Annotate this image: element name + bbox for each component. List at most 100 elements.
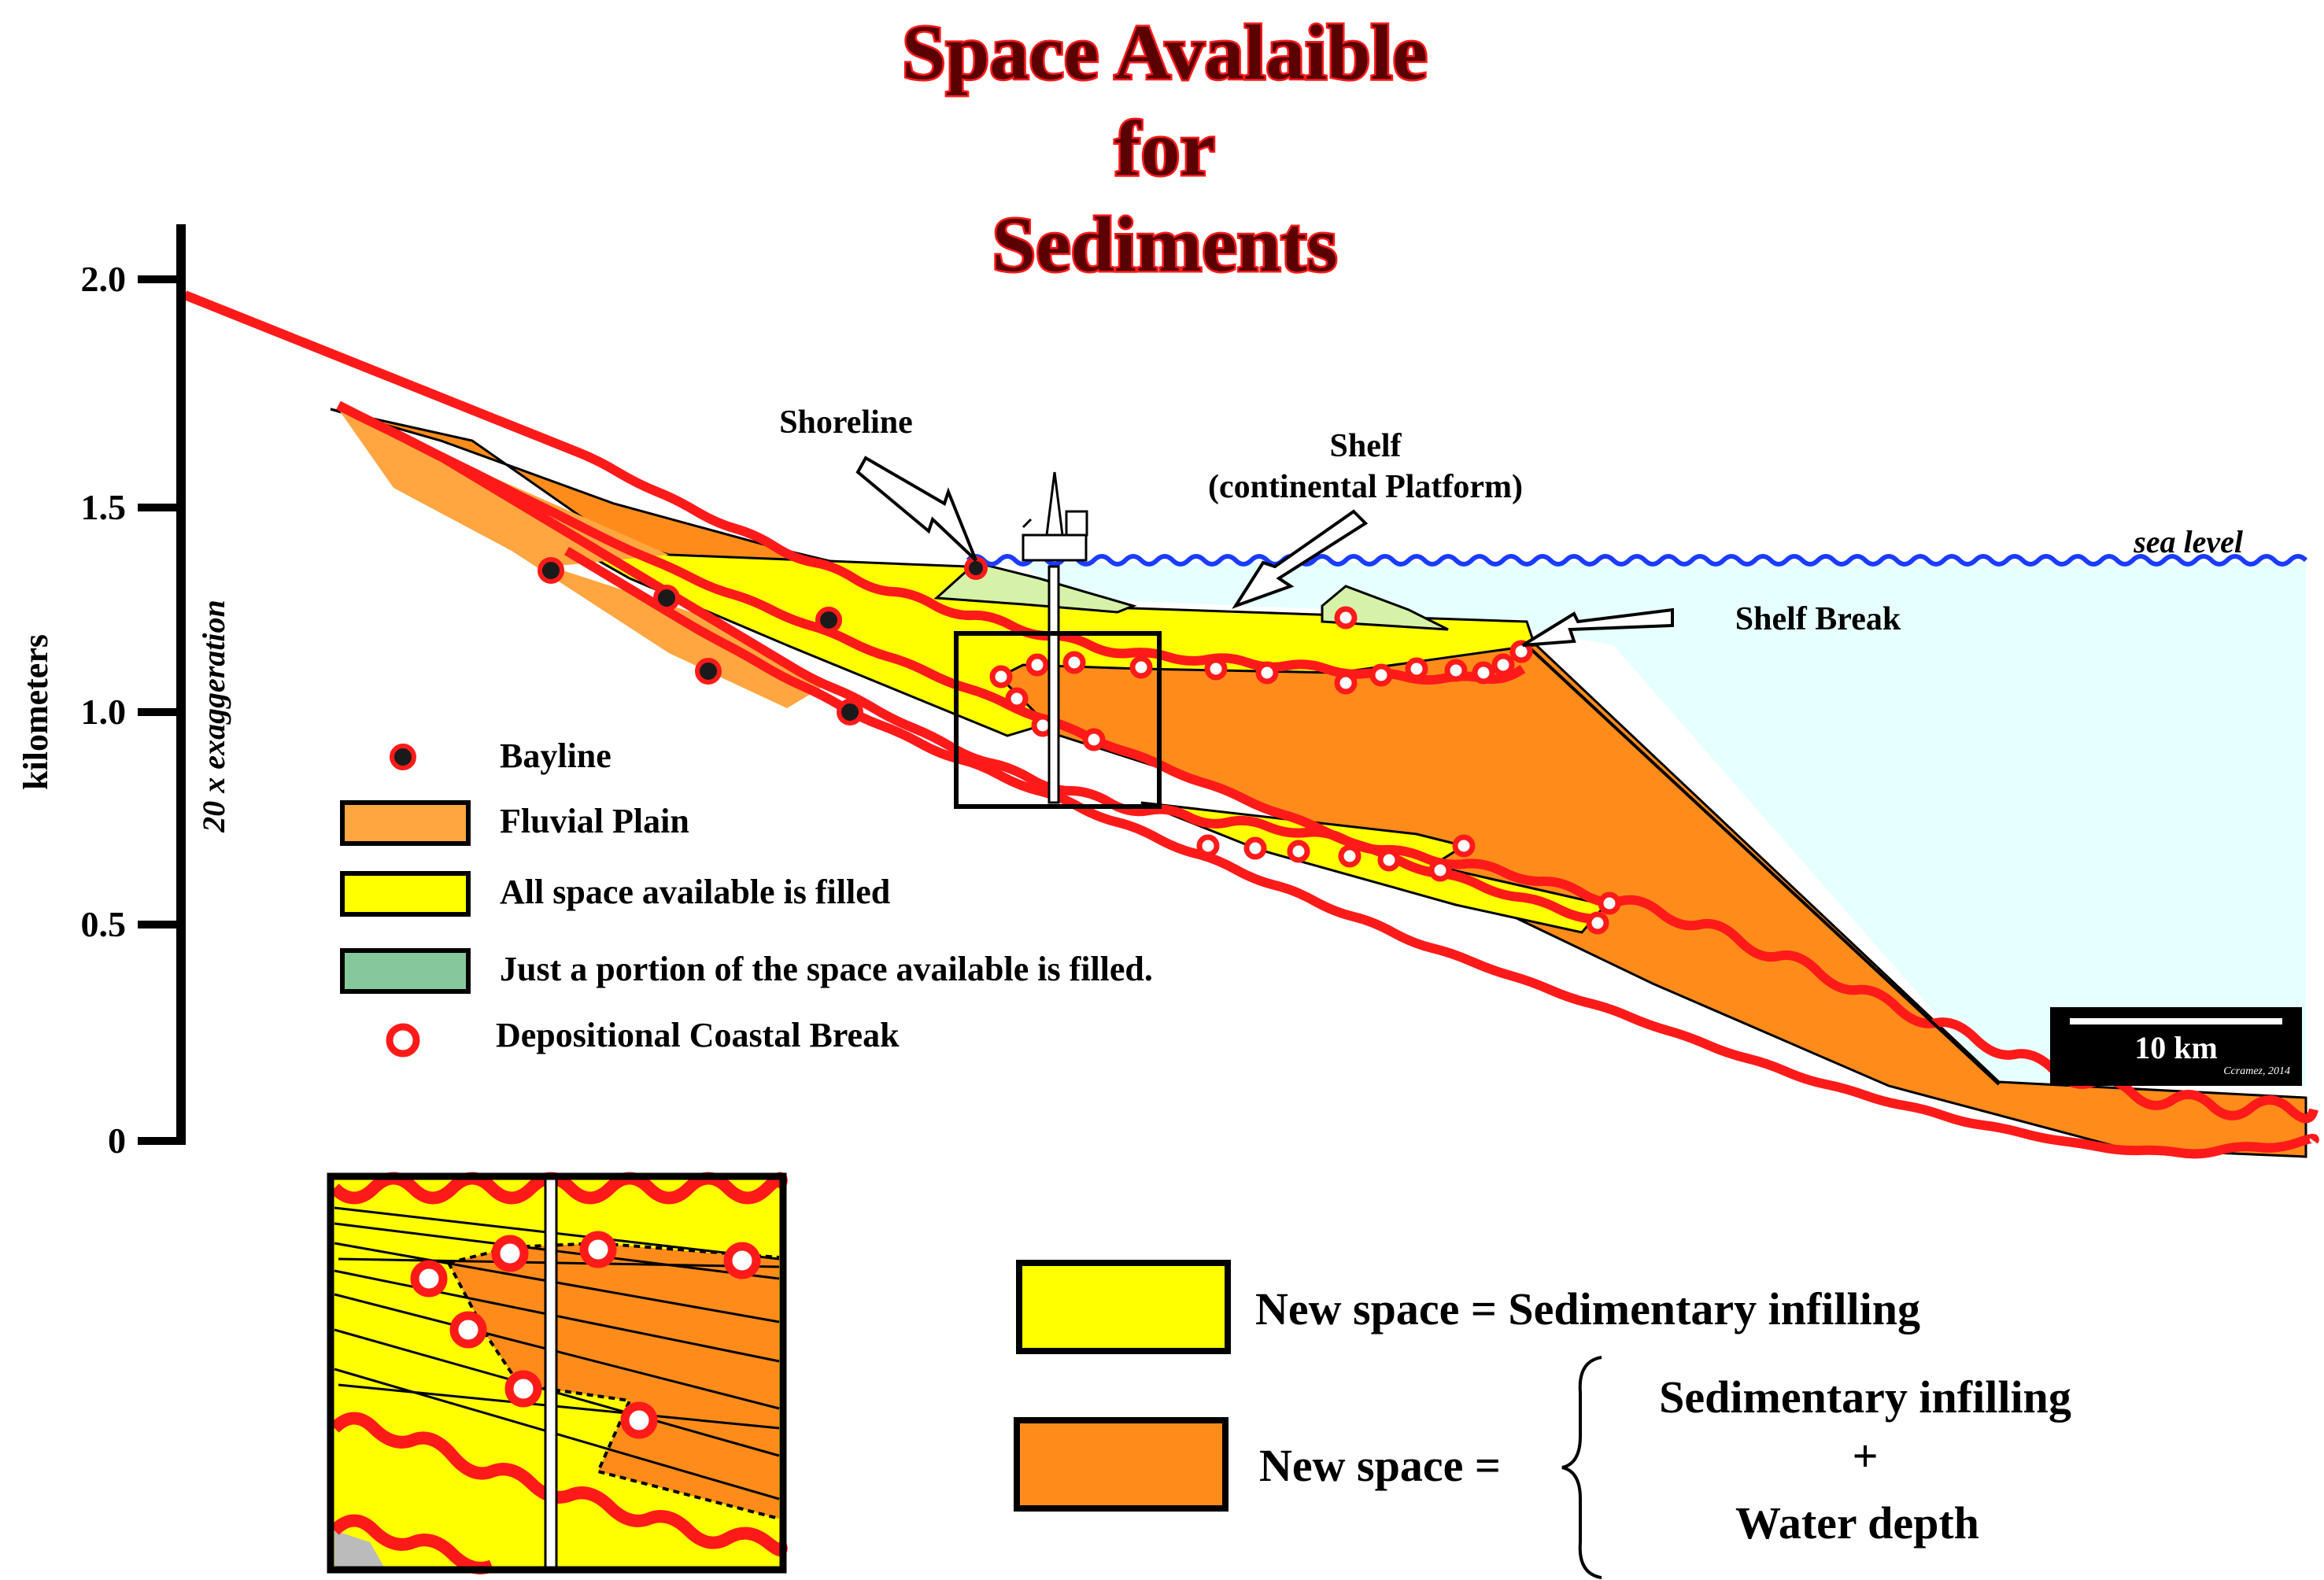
- coastal-break-dot: [1491, 653, 1515, 677]
- bayline-dot: [695, 658, 722, 685]
- inset-layer-line: [338, 1383, 780, 1430]
- rig-module: [1065, 510, 1088, 537]
- y-tick-label: 0: [108, 1120, 126, 1161]
- coastal-break-dot: [1586, 911, 1609, 935]
- coastal-break-dot: [1005, 687, 1029, 711]
- coastal-break-dot: [989, 665, 1013, 688]
- coastal-break-dot: [1062, 651, 1086, 674]
- scale-bar: 10 km Ccramez, 2014: [2050, 1007, 2302, 1086]
- inset-coastal-break-dot: [579, 1231, 617, 1268]
- coastal-break-dot: [1405, 657, 1428, 681]
- inset-coastal-break-dot: [620, 1401, 658, 1439]
- bayline-dot: [837, 699, 863, 725]
- key-yellow-swatch: [1016, 1260, 1231, 1354]
- coastal-break-dot: [1428, 858, 1452, 882]
- inset-coastal-break-dot: [491, 1235, 529, 1272]
- title-line-2: for: [1114, 105, 1215, 192]
- inset-grey-corner: [334, 1530, 386, 1570]
- key-orange-line-1: Sedimentary infilling: [1659, 1371, 2071, 1423]
- title-line-1: Space Avalaible: [902, 9, 1428, 96]
- y-axis-title: kilometers: [17, 634, 55, 790]
- inset-coastal-break-dot: [504, 1370, 542, 1408]
- zoom-box: [954, 631, 1162, 809]
- bayline-markers: [538, 556, 988, 725]
- y-tick-label: 1.0: [81, 692, 127, 732]
- inset-red-surfaces: [330, 1172, 788, 1574]
- coastal-break-dot: [1452, 834, 1476, 858]
- coastal-break-dot: [1377, 848, 1401, 872]
- shoreline-arrow-icon: [855, 456, 977, 562]
- legend-bayline-label: Bayline: [500, 736, 611, 775]
- legend-coastal-break-label: Depositional Coastal Break: [496, 1016, 900, 1054]
- coastal-break-dot: [1025, 653, 1049, 677]
- key-orange-line-2: Water depth: [1735, 1497, 1979, 1549]
- coastal-break-dot: [1444, 659, 1468, 682]
- inset-coastal-break-dot: [723, 1242, 761, 1279]
- coastal-break-dot: [1472, 661, 1495, 685]
- rig-derrick: [1045, 471, 1064, 537]
- oil-rig-icon: [1022, 471, 1088, 804]
- inset-coastal-breaks: [410, 1231, 761, 1439]
- credit-label: Ccramez, 2014: [2223, 1065, 2290, 1077]
- coastal-break-dot: [1082, 728, 1106, 751]
- space-key: New space = Sedimentary infilling New sp…: [1014, 1260, 2071, 1579]
- bayline-dot: [964, 556, 988, 580]
- coastal-break-dot: [1338, 844, 1362, 868]
- coastal-break-dot: [1204, 657, 1228, 681]
- inset-layer-line: [338, 1257, 780, 1268]
- y-tick-label: 2.0: [81, 259, 127, 299]
- rig-deck: [1022, 533, 1088, 562]
- key-orange-swatch: [1014, 1417, 1229, 1512]
- shelf-label: Shelf: [1329, 428, 1402, 464]
- y-tick-label: 0.5: [81, 904, 127, 944]
- bayline-dot: [815, 607, 842, 633]
- inset-frame: [327, 1172, 787, 1574]
- exaggeration-label: 20 x exaggeration: [196, 600, 231, 833]
- legend-fluvial-swatch: [340, 800, 471, 846]
- legend-filled-label: All space available is filled: [500, 873, 890, 911]
- coastal-break-dot: [1509, 640, 1533, 663]
- inset-coastal-break-dot: [449, 1311, 487, 1349]
- coastal-break-markers: [989, 606, 1621, 935]
- shoreline-label: Shoreline: [779, 404, 913, 441]
- inset-surface-mid: [330, 1412, 788, 1556]
- coastal-break-dot: [1287, 840, 1310, 863]
- legend-fluvial-label: Fluvial Plain: [500, 802, 689, 840]
- title-line-3: Sediments: [992, 201, 1338, 288]
- legend-portion-label: Just a portion of the space available is…: [500, 950, 1153, 988]
- coastal-break-dot: [1243, 836, 1267, 860]
- well-bore: [1047, 565, 1060, 804]
- coastal-break-dot: [1129, 655, 1153, 679]
- inset-detail: [327, 1172, 788, 1574]
- key-yellow-label: New space = Sedimentary infilling: [1255, 1283, 1920, 1335]
- key-brace-icon: [1561, 1356, 1602, 1579]
- bayline-dot: [653, 585, 680, 611]
- shelf-break-arrow-icon: [1521, 607, 1674, 647]
- surface-top: [183, 290, 1526, 685]
- sea-level-label: sea level: [2133, 524, 2244, 559]
- legend-bayline-icon: [390, 744, 416, 770]
- coastal-break-dot: [1369, 663, 1393, 687]
- sea-level-line: [966, 554, 2308, 567]
- shelf-arrow-icon: [1232, 509, 1369, 609]
- key-orange-prefix: New space =: [1259, 1440, 1501, 1491]
- legend-portion-swatch: [340, 948, 471, 994]
- y-tick-label: 1.5: [81, 487, 127, 527]
- inset-well-bore: [544, 1175, 558, 1571]
- shelf-sublabel: (continental Platform): [1208, 469, 1523, 505]
- rig-crane: [1022, 518, 1033, 529]
- legend: Bayline Fluvial Plain All space availabl…: [340, 736, 1153, 1058]
- inset-surface-top: [330, 1172, 788, 1205]
- slope-line: [1525, 644, 2001, 1086]
- bayline-dot: [538, 557, 564, 584]
- shelf-break-label: Shelf Break: [1735, 601, 1901, 637]
- legend-coastal-break-icon: [386, 1023, 420, 1058]
- inset-surface-low: [330, 1514, 494, 1574]
- y-axis: 2.0 1.5 1.0 0.5 0 kilometers 20 x exagge…: [17, 224, 231, 1161]
- coastal-break-dot: [1196, 834, 1220, 858]
- key-orange-plus: +: [1852, 1430, 1878, 1482]
- legend-filled-swatch: [340, 871, 471, 917]
- scale-bar-label: 10 km: [2134, 1030, 2218, 1065]
- inset-orange-area: [449, 1243, 779, 1519]
